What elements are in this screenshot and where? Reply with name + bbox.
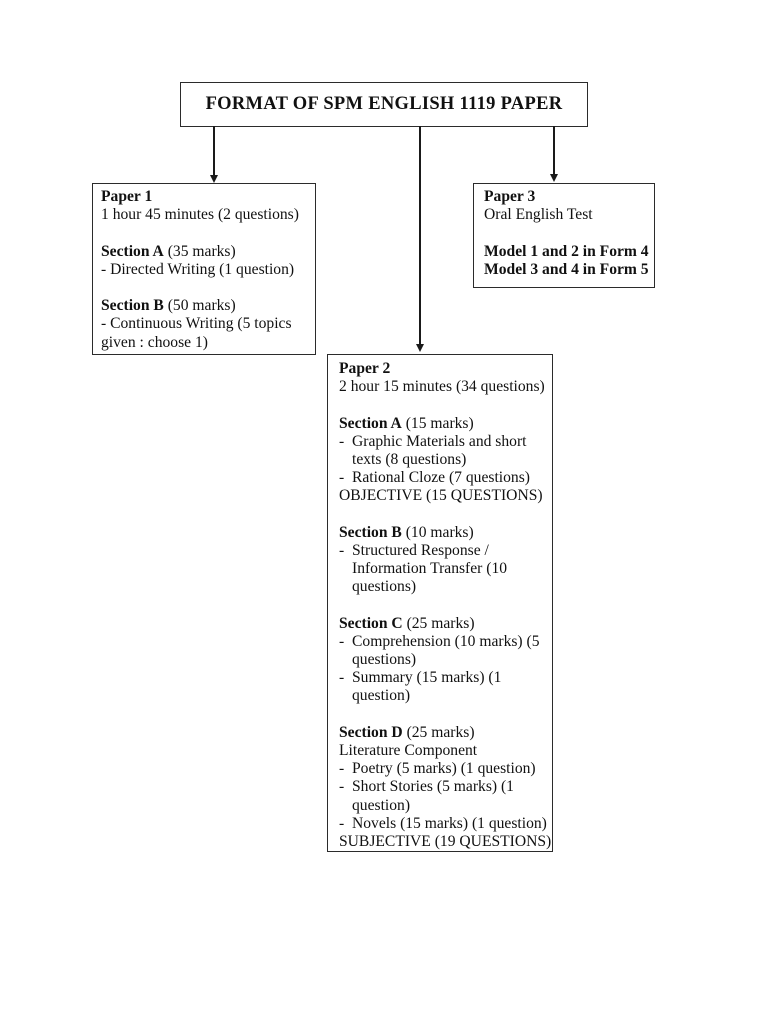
paper3-box: Paper 3 Oral English Test Model 1 and 2 … <box>473 183 655 288</box>
text-line: question) <box>352 687 411 705</box>
page-title: FORMAT OF SPM ENGLISH 1119 PAPER <box>205 94 563 114</box>
text-line: OBJECTIVE (15 QUESTIONS) <box>339 487 543 505</box>
text-line: 1 hour 45 minutes (2 questions) <box>101 206 299 224</box>
text-line: Model 1 and 2 in Form 4 <box>484 242 649 260</box>
text-line: - Directed Writing (1 question) <box>101 260 295 278</box>
text-line: - Structured Response / <box>339 541 489 559</box>
text-line: Section D (25 marks) <box>339 723 475 741</box>
text-line: - Continuous Writing (5 topics <box>101 315 292 333</box>
text-line: - Comprehension (10 marks) (5 <box>339 632 540 650</box>
text-line: - Rational Cloze (7 questions) <box>339 469 530 487</box>
text-line: Literature Component <box>339 741 478 759</box>
arrow-down-icon <box>415 344 424 352</box>
text-line: Information Transfer (10 <box>352 560 508 578</box>
arrow-stem <box>419 126 421 344</box>
blank-line <box>339 506 549 524</box>
arrow-down-icon <box>209 175 218 183</box>
text-line: Paper 1 <box>101 188 153 205</box>
text-line: Section A (35 marks) <box>101 242 236 260</box>
blank-line <box>339 596 549 614</box>
arrow-stem <box>553 126 555 174</box>
blank-line <box>339 706 549 724</box>
arrow-down-icon <box>549 174 558 182</box>
text-line: - Short Stories (5 marks) (1 <box>339 778 514 796</box>
text-line: Paper 3 <box>484 188 536 205</box>
text-line: Model 3 and 4 in Form 5 <box>484 260 649 278</box>
arrow-stem <box>213 126 215 175</box>
text-line: Section C (25 marks) <box>339 614 475 632</box>
text-line: SUBJECTIVE (19 QUESTIONS) <box>339 832 552 850</box>
text-line: questions) <box>352 578 417 596</box>
blank-line <box>484 224 651 242</box>
paper2-box: Paper 2 2 hour 15 minutes (34 questions)… <box>327 354 553 852</box>
text-line: Oral English Test <box>484 206 593 224</box>
blank-line <box>101 224 312 242</box>
text-line: questions) <box>352 651 417 668</box>
text-line: - Novels (15 marks) (1 question) <box>339 814 547 832</box>
text-line: - Poetry (5 marks) (1 question) <box>339 760 536 778</box>
text-line: Section B (10 marks) <box>339 523 474 541</box>
text-line: Section B (50 marks) <box>101 297 236 315</box>
text-line: - Summary (15 marks) (1 <box>339 669 502 687</box>
text-line: Paper 2 <box>339 360 391 377</box>
text-line: texts (8 questions) <box>352 450 467 468</box>
text-line: Section A (15 marks) <box>339 414 474 432</box>
text-line: given : choose 1) <box>101 333 208 351</box>
paper1-box: Paper 1 1 hour 45 minutes (2 questions) … <box>92 183 316 355</box>
title-box: FORMAT OF SPM ENGLISH 1119 PAPER <box>180 82 588 127</box>
text-line: - Graphic Materials and short <box>339 432 527 450</box>
text-line: 2 hour 15 minutes (34 questions) <box>339 378 545 396</box>
blank-line <box>101 279 312 297</box>
text-line: question) <box>352 796 411 814</box>
blank-line <box>339 396 549 414</box>
